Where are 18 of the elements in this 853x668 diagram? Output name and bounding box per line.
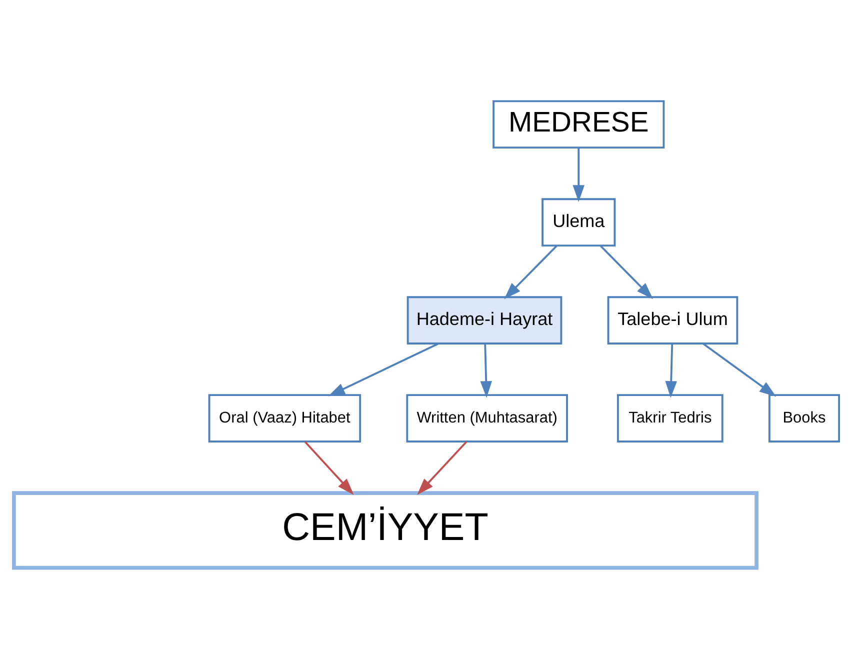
node-box: CEM’İYYET (12, 490, 758, 570)
arrow (480, 343, 492, 398)
arrow (417, 440, 468, 494)
node-box: Ulema (542, 198, 616, 246)
node-box: MEDRESE (492, 100, 665, 148)
node-box: Hademe-i Hayrat (406, 296, 562, 344)
arrow (600, 244, 654, 299)
arrow (665, 343, 677, 398)
node-box: Books (768, 394, 840, 442)
node-box: Oral (Vaaz) Hitabet (208, 394, 362, 442)
arrow (702, 342, 776, 396)
node-box: Talebe-i Ulum (607, 296, 738, 344)
node-box: Takrir Tedris (616, 394, 724, 442)
arrow (504, 244, 558, 299)
arrow (304, 440, 354, 494)
arrow (328, 342, 439, 396)
node-box: Written (Muhtasarat) (406, 394, 568, 442)
arrow (572, 147, 584, 202)
